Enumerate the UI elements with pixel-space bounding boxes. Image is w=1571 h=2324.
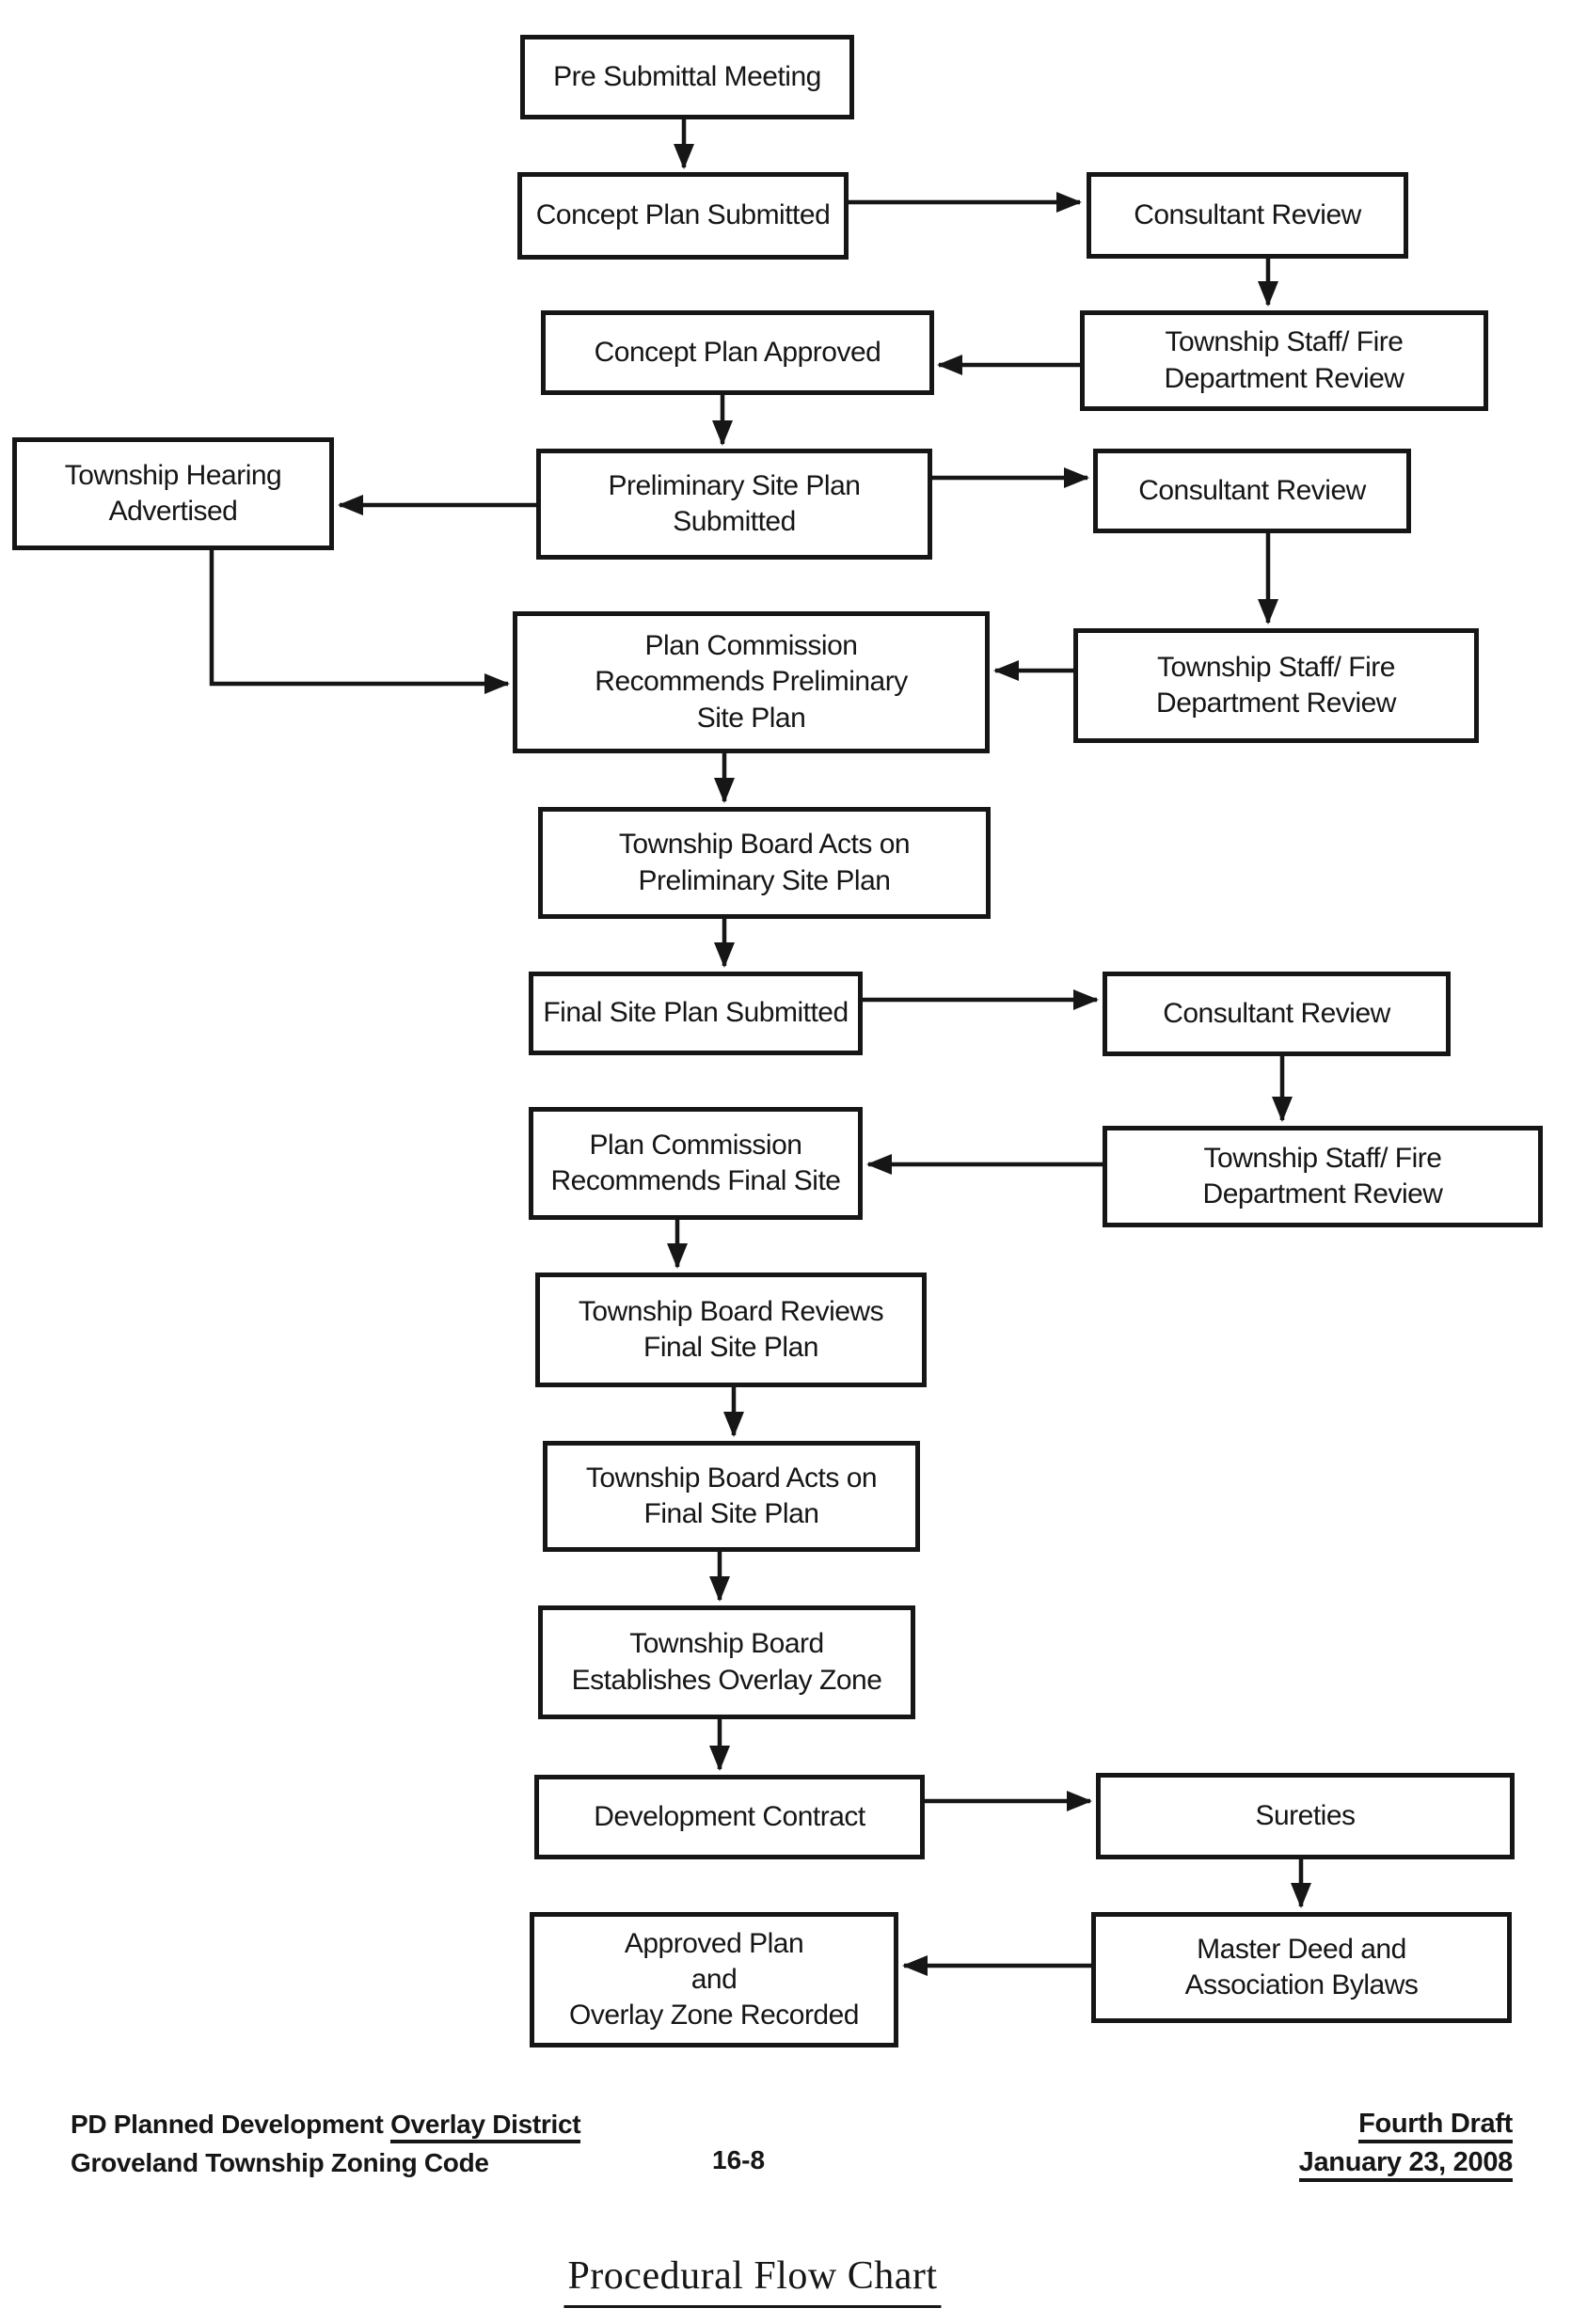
node-approved-plan-overlay-recorded: Approved Plan and Overlay Zone Recorded	[530, 1912, 898, 2047]
footer-doc-line: PD Planned Development Overlay District	[71, 2105, 581, 2143]
footer-draft-date-text: January 23, 2008	[1298, 2147, 1513, 2182]
node-sureties: Sureties	[1096, 1773, 1515, 1859]
footer-draft-label: Fourth Draft	[1299, 2105, 1513, 2143]
footer-draft-date: January 23, 2008	[1298, 2143, 1513, 2182]
node-plan-commission-recommends-final: Plan Commission Recommends Final Site	[529, 1107, 863, 1220]
node-final-site-plan-submitted: Final Site Plan Submitted	[529, 972, 863, 1055]
footer-left-block: PD Planned Development Overlay District …	[71, 2105, 581, 2182]
node-concept-plan-approved: Concept Plan Approved	[541, 310, 934, 395]
node-concept-plan-submitted: Concept Plan Submitted	[517, 172, 849, 260]
footer-doc-prefix: PD Planned Development	[71, 2110, 391, 2139]
node-plan-commission-recommends-preliminary: Plan Commission Recommends Preliminary S…	[513, 611, 990, 753]
node-consultant-review-3: Consultant Review	[1103, 972, 1451, 1056]
footer-right-block: Fourth Draft January 23, 2008	[1298, 2105, 1513, 2182]
footer-code-line: Groveland Township Zoning Code	[71, 2148, 489, 2177]
node-township-board-establishes-overlay: Township Board Establishes Overlay Zone	[538, 1605, 915, 1719]
node-pre-submittal-meeting: Pre Submittal Meeting	[520, 35, 854, 119]
node-township-board-acts-final: Township Board Acts on Final Site Plan	[543, 1441, 920, 1552]
chart-caption: Procedural Flow Chart	[563, 2253, 942, 2308]
node-consultant-review-1: Consultant Review	[1087, 172, 1408, 259]
node-township-board-reviews-final: Township Board Reviews Final Site Plan	[535, 1273, 927, 1387]
footer-doc-underlined: Overlay District	[390, 2110, 581, 2143]
page-number: 16-8	[712, 2145, 766, 2174]
footer-draft-label-text: Fourth Draft	[1358, 2109, 1513, 2143]
node-preliminary-site-plan-submitted: Preliminary Site Plan Submitted	[536, 449, 932, 560]
node-township-staff-fire-review-2: Township Staff/ Fire Department Review	[1073, 628, 1479, 743]
node-township-staff-fire-review-1: Township Staff/ Fire Department Review	[1080, 310, 1488, 411]
node-township-hearing-advertised: Township Hearing Advertised	[12, 437, 334, 550]
node-master-deed-association-bylaws: Master Deed and Association Bylaws	[1091, 1912, 1512, 2023]
node-township-staff-fire-review-3: Township Staff/ Fire Department Review	[1103, 1126, 1543, 1227]
node-township-board-acts-preliminary: Township Board Acts on Preliminary Site …	[538, 807, 991, 919]
arrow-hearing-advertised-to-plan-comm-prelim	[209, 550, 510, 694]
node-consultant-review-2: Consultant Review	[1093, 449, 1411, 533]
node-development-contract: Development Contract	[534, 1775, 925, 1859]
